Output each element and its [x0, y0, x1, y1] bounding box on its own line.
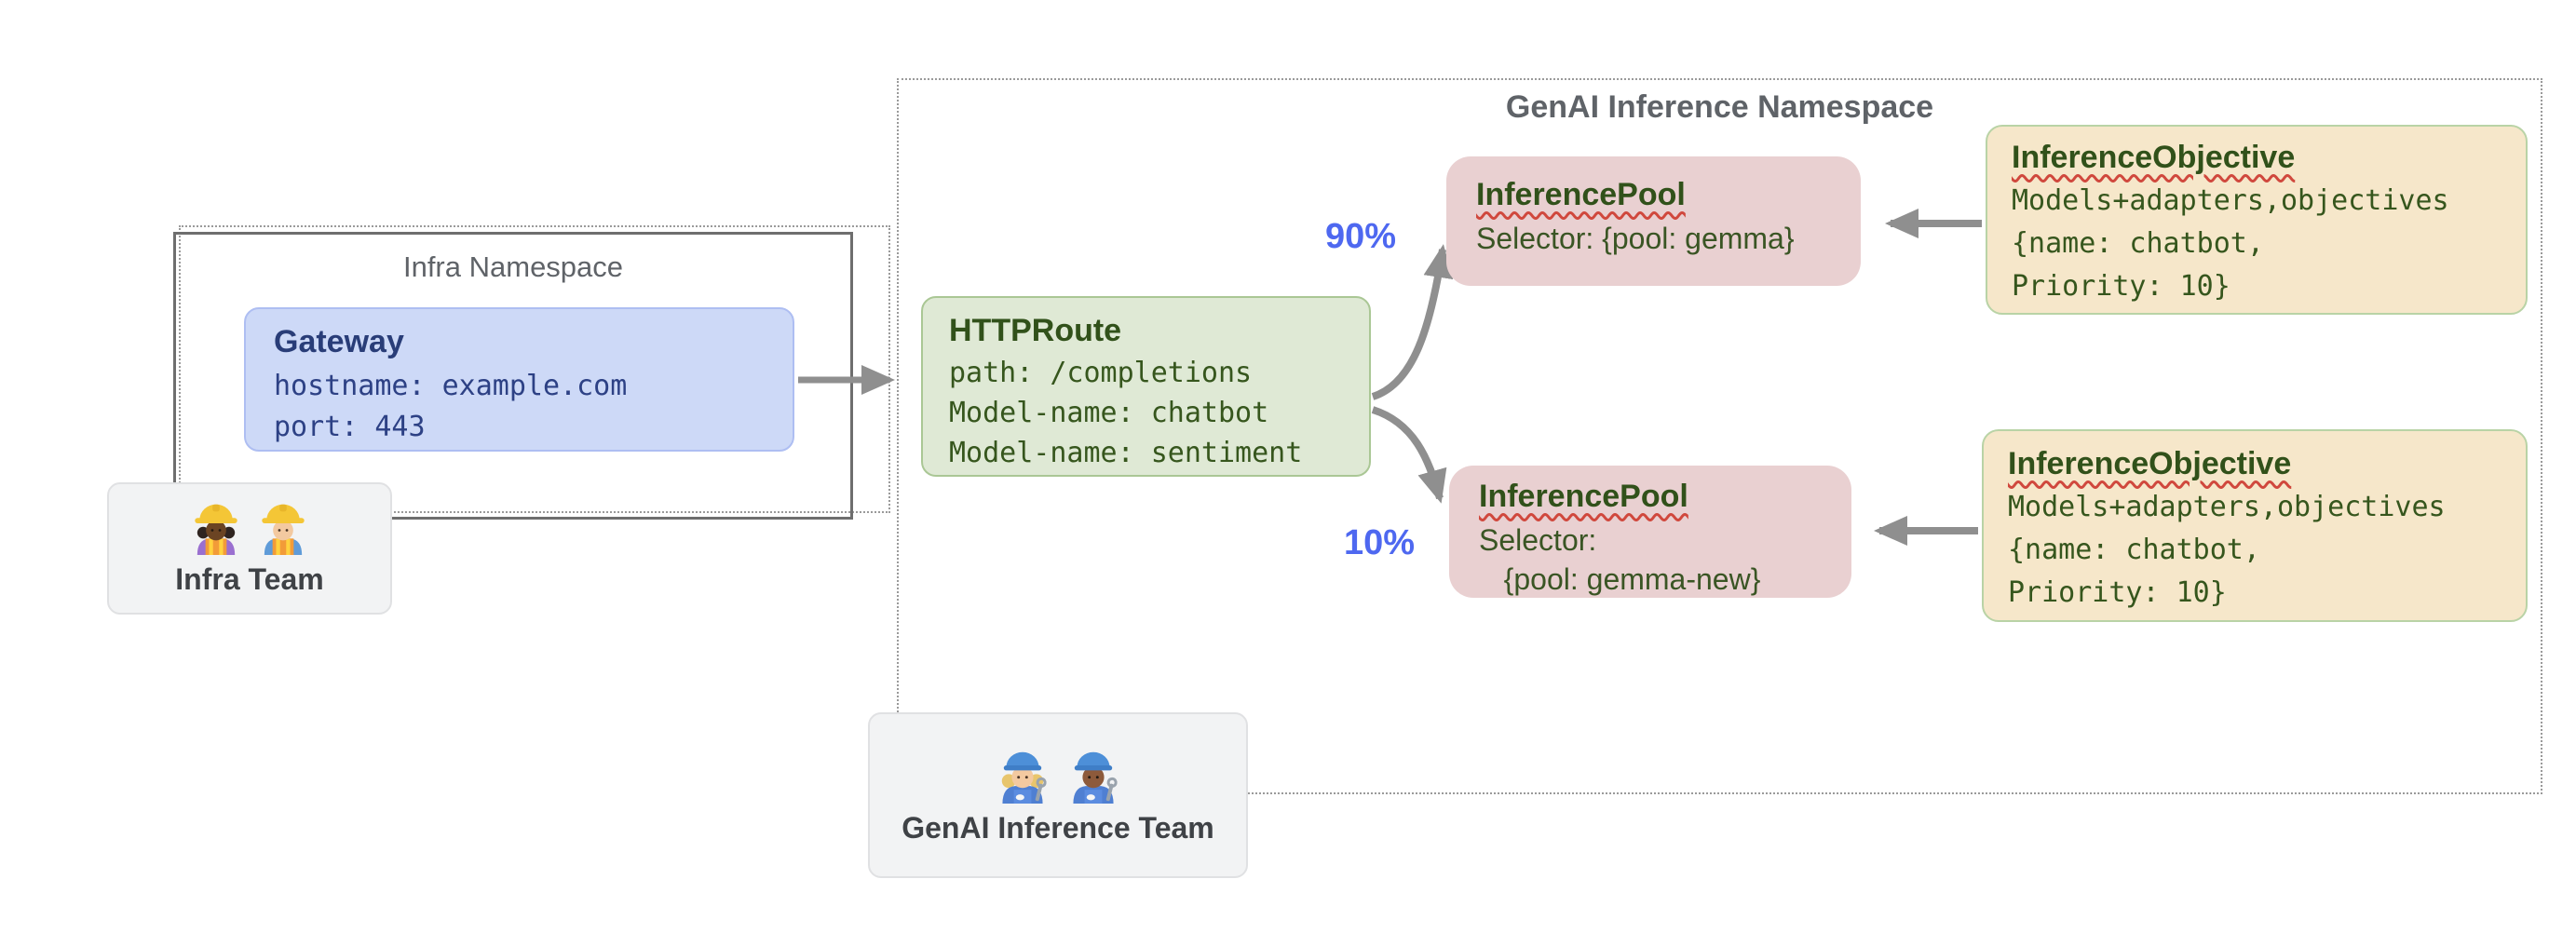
inference-pool-gemma-selector: Selector: {pool: gemma} — [1476, 222, 1795, 255]
infra-namespace-title: Infra Namespace — [402, 250, 624, 283]
inference-pool-gemma-new-box: InferencePool Selector: {pool: gemma-new… — [1449, 466, 1851, 598]
gateway-title: Gateway — [274, 324, 404, 359]
man-construction-worker-icon — [262, 504, 305, 555]
httproute-path: path: /completions — [949, 357, 1253, 389]
infra-namespace-box: Infra Namespace — [173, 232, 853, 520]
inference-pool-gemma-new-selector-value: {pool: gemma-new} — [1479, 562, 1761, 596]
gateway-hostname: hostname: example.com — [274, 370, 628, 402]
inference-objective-top-box: InferenceObjective Models+adapters,objec… — [1986, 125, 2528, 315]
inference-objective-bottom-box: InferenceObjective Models+adapters,objec… — [1982, 429, 2528, 622]
genai-team-icons — [997, 746, 1119, 804]
objective-bottom-priority: Priority: 10} — [2008, 576, 2227, 609]
woman-mechanic-icon — [1001, 751, 1047, 804]
infra-team-label: Infra Team — [175, 561, 324, 596]
inference-objective-bottom-title: InferenceObjective — [2008, 446, 2292, 481]
objective-bottom-models: Models+adapters,objectives — [2008, 491, 2446, 523]
traffic-split-90-label: 90% — [1325, 217, 1397, 256]
objective-bottom-name: {name: chatbot, — [2008, 534, 2260, 566]
traffic-split-10-label: 10% — [1344, 523, 1416, 562]
httproute-title: HTTPRoute — [949, 313, 1122, 348]
gateway-box: Gateway hostname: example.com port: 443 — [244, 307, 794, 452]
httproute-model-chatbot: Model-name: chatbot — [949, 397, 1269, 429]
genai-inference-namespace-box — [897, 78, 2542, 794]
httproute-model-sentiment: Model-name: sentiment — [949, 437, 1303, 469]
man-mechanic-icon — [1073, 751, 1118, 804]
inference-pool-gemma-title: InferencePool — [1476, 177, 1686, 212]
inference-pool-gemma-new-title: InferencePool — [1479, 479, 1688, 514]
genai-team-label: GenAI Inference Team — [902, 810, 1214, 845]
genai-inference-team-box: GenAI Inference Team — [868, 712, 1248, 878]
gateway-port: port: 443 — [274, 411, 426, 443]
infra-team-box: Infra Team — [107, 482, 392, 615]
objective-top-priority: Priority: 10} — [2012, 270, 2230, 303]
inference-objective-top-title: InferenceObjective — [2012, 140, 2296, 175]
infra-team-icons — [192, 501, 307, 555]
woman-construction-worker-icon — [195, 504, 237, 555]
inference-pool-gemma-new-selector: Selector: — [1479, 523, 1597, 557]
httproute-box: HTTPRoute path: /completions Model-name:… — [921, 296, 1371, 477]
objective-top-name: {name: chatbot, — [2012, 227, 2264, 260]
inference-pool-gemma-box: InferencePool Selector: {pool: gemma} — [1446, 156, 1861, 286]
genai-inference-namespace-title: GenAI Inference Namespace — [1505, 89, 1934, 125]
objective-top-models: Models+adapters,objectives — [2012, 184, 2449, 217]
